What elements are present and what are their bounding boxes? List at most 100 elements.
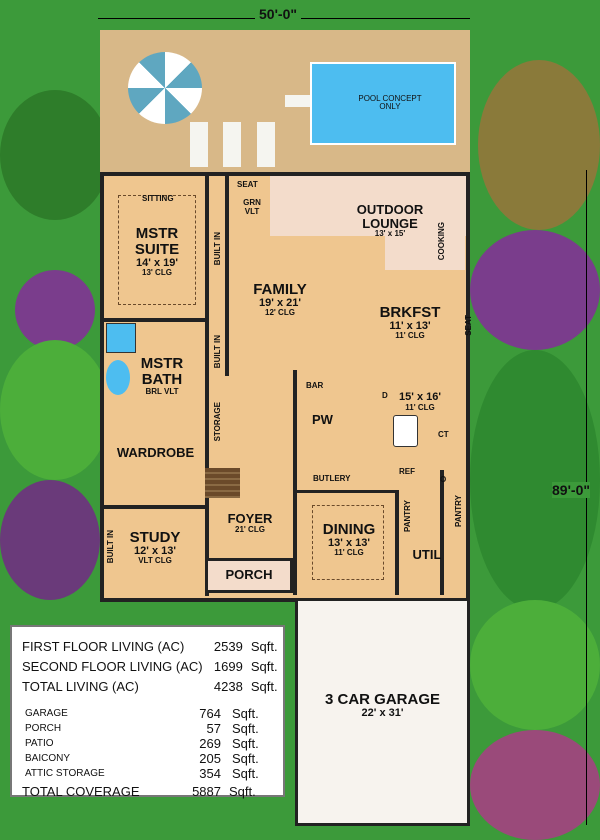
room-size: 12' x 13'	[134, 544, 176, 557]
row-value: 57	[206, 721, 221, 736]
pool	[310, 62, 456, 145]
row-label: FIRST FLOOR LIVING (AC)	[22, 638, 185, 654]
o-label: O	[440, 475, 447, 484]
umbrella	[128, 52, 202, 124]
room-ceiling: 11' CLG	[395, 331, 425, 341]
built-in-label: BUILT IN	[213, 232, 222, 266]
row-label: ATTIC STORAGE	[25, 768, 105, 779]
room-size: 19' x 21'	[259, 296, 301, 309]
row-value: 1699	[213, 658, 243, 674]
room-size: 14' x 19'	[136, 256, 178, 269]
room-name: UTIL	[412, 547, 442, 562]
lounge-chair	[257, 122, 275, 167]
table-row: ATTIC STORAGE 354 Sqft.	[22, 766, 279, 781]
lounge-chair	[190, 122, 208, 167]
room-ceiling: 11' CLG	[405, 402, 435, 412]
depth-dimension: 89'-0"	[552, 482, 590, 498]
row-value: 354	[199, 766, 221, 781]
shrub	[0, 90, 110, 220]
dining-tray-ceiling	[312, 505, 384, 580]
room-name: DINING	[322, 521, 376, 538]
wall	[293, 370, 297, 595]
row-label: TOTAL LIVING (AC)	[22, 678, 139, 694]
row-unit: Sqft.	[232, 766, 259, 781]
util-label: UTIL	[412, 548, 442, 562]
stairs	[205, 468, 240, 498]
bathtub	[106, 360, 130, 395]
room-name: BRKFST	[379, 304, 441, 321]
bar-label: BAR	[306, 381, 324, 390]
row-value: 5887	[192, 783, 221, 799]
palm-tree	[470, 600, 600, 730]
room-size: 13' x 13'	[328, 536, 370, 549]
garage	[295, 598, 470, 826]
room-ceiling: 21' CLG	[235, 524, 265, 534]
room-name: FAMILY	[253, 281, 307, 298]
room-name: MSTR SUITE	[134, 225, 180, 258]
ct-label: CT	[438, 430, 449, 439]
wall	[104, 505, 207, 509]
room-name: STUDY	[129, 529, 181, 546]
porch	[205, 558, 293, 593]
row-label: PATIO	[25, 738, 54, 749]
built-in-label: BUILT IN	[106, 530, 115, 564]
row-unit: Sqft.	[232, 751, 259, 766]
row-unit: Sqft.	[232, 736, 259, 751]
wall	[205, 176, 209, 596]
seat-label: SEAT	[464, 315, 473, 336]
room-name: FOYER	[227, 511, 273, 526]
shrub	[470, 730, 600, 840]
room-name: 3 CAR GARAGE	[324, 691, 440, 708]
pw-label: PW	[310, 413, 335, 427]
room-ceiling: 11' CLG	[334, 548, 364, 558]
row-label: TOTAL COVERAGE	[22, 783, 140, 799]
row-value: 764	[199, 706, 221, 721]
seat-label: SEAT	[237, 180, 258, 189]
ref-label: REF	[399, 467, 415, 476]
wall	[225, 176, 229, 376]
wall	[395, 490, 399, 595]
row-value: 2539	[213, 638, 243, 654]
row-unit: Sqft.	[250, 638, 278, 654]
shrub	[478, 60, 600, 230]
width-dimension: 50'-0"	[255, 6, 301, 22]
kitchen-label: 15' x 16'11' CLG	[395, 391, 445, 412]
d-label: D	[382, 391, 388, 400]
kitchen-island	[393, 415, 418, 447]
butlery-label: BUTLERY	[313, 474, 351, 483]
pantry-label: PANTRY	[454, 495, 463, 527]
wardrobe-label: WARDROBE	[108, 446, 203, 460]
room-size: 13' x 15'	[374, 229, 406, 239]
shrub	[470, 230, 600, 350]
room-name: WARDROBE	[116, 445, 195, 460]
row-value: 4238	[213, 678, 243, 694]
storage-label: STORAGE	[213, 402, 222, 442]
porch-label: PORCH	[205, 568, 293, 582]
room-ceiling: VLT CLG	[138, 556, 172, 566]
outdoor-lounge	[270, 176, 466, 236]
shower	[106, 323, 136, 353]
row-unit: Sqft.	[232, 706, 259, 721]
shrub	[470, 350, 600, 610]
shrub	[0, 480, 100, 600]
room-ceiling: 12' CLG	[265, 308, 295, 318]
row-unit: Sqft.	[250, 658, 278, 674]
wall	[297, 490, 397, 493]
